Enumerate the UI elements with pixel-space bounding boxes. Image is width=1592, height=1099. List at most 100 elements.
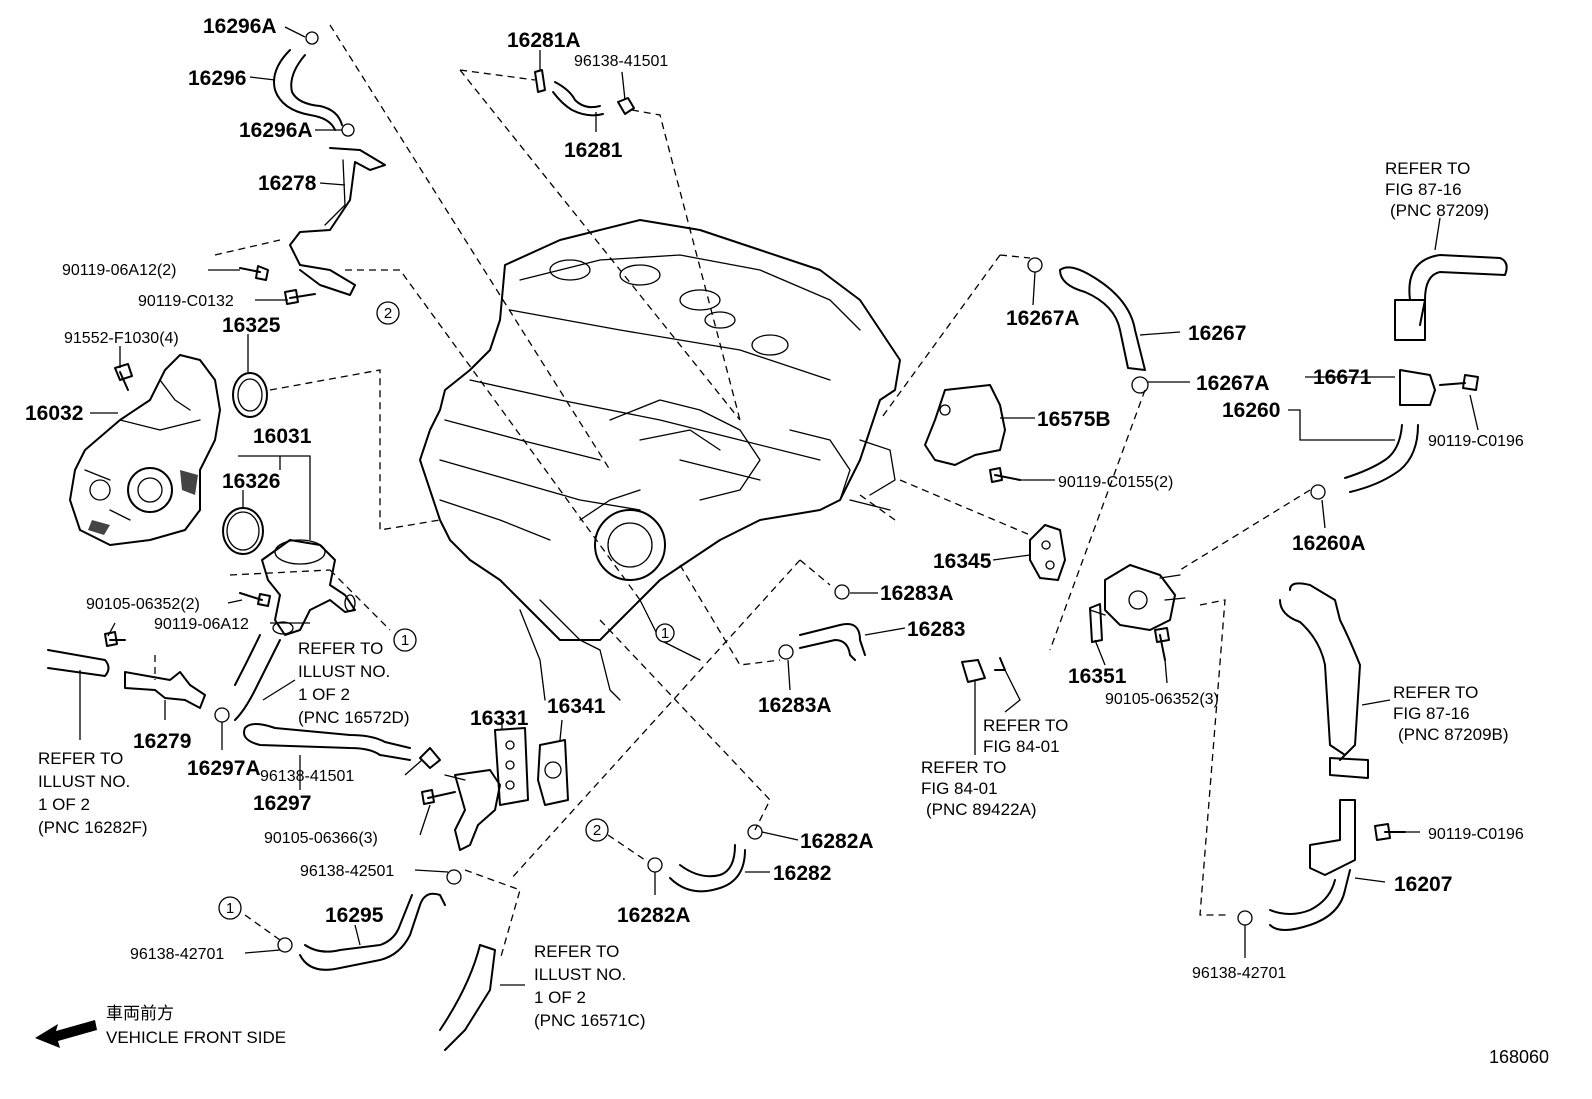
- hose-16267-drawing: [1059, 266, 1146, 371]
- svg-text:(PNC 87209B): (PNC 87209B): [1398, 725, 1509, 744]
- leader-lines: [79, 26, 1479, 986]
- label-90119-C0196-b: 90119-C0196: [1428, 826, 1524, 843]
- svg-text:FIG 87-16: FIG 87-16: [1385, 180, 1462, 199]
- water-pump-16032-drawing: [69, 354, 221, 546]
- bracket-16575B-drawing: [924, 384, 1006, 466]
- label-16260A: 16260A: [1292, 532, 1366, 555]
- pipe-16278-drawing: [289, 147, 386, 296]
- clamp-16260A-drawing: [1310, 484, 1326, 500]
- clamp-16267A-b-drawing: [1131, 376, 1149, 394]
- label-16296A-top: 16296A: [203, 15, 277, 38]
- svg-text:1: 1: [401, 632, 409, 649]
- hose-16281-drawing: [552, 81, 604, 117]
- label-16345: 16345: [933, 550, 992, 573]
- label-90105-06352-3: 90105-06352(3): [1105, 691, 1219, 708]
- label-90119-C0196-t: 90119-C0196: [1428, 433, 1524, 450]
- front-label-jp: 車両前方: [106, 1004, 174, 1023]
- label-16296: 16296: [188, 67, 246, 90]
- label-16031: 16031: [253, 425, 312, 448]
- note-16282F: REFER TO ILLUST NO. 1 OF 2 (PNC 16282F): [38, 749, 148, 837]
- note-16571C: REFER TO ILLUST NO. 1 OF 2 (PNC 16571C): [534, 942, 646, 1030]
- label-16575B: 16575B: [1037, 408, 1111, 431]
- valve-16671-drawing: [1399, 369, 1436, 406]
- svg-text:FIG 84-01: FIG 84-01: [921, 779, 998, 798]
- clamp-96138-42501-drawing: [446, 869, 462, 885]
- label-16297A: 16297A: [187, 757, 261, 780]
- bolt-90119-C0132-drawing: [284, 289, 316, 305]
- circle-ref-1-b: 1: [655, 623, 675, 643]
- water-outlet-16351-drawing: [1089, 564, 1186, 643]
- label-96138-41501-t: 96138-41501: [574, 53, 668, 70]
- label-16207: 16207: [1394, 873, 1452, 896]
- clamp-16282A-b-drawing: [647, 857, 663, 873]
- hose-ref-87209B-drawing: [1279, 582, 1361, 761]
- dashed-leader-lines: [154, 24, 1311, 961]
- label-96138-41501-l: 96138-41501: [260, 768, 354, 785]
- bolt-90105-06366-drawing: [421, 789, 456, 805]
- gasket-16341-drawing: [537, 739, 569, 806]
- bolt-90105-06352-drawing: [239, 592, 271, 607]
- svg-text:(PNC 87209): (PNC 87209): [1390, 201, 1489, 220]
- water-inlet-16031-drawing: [261, 539, 356, 636]
- front-label-en: VEHICLE FRONT SIDE: [106, 1028, 286, 1047]
- label-96138-42701-l: 96138-42701: [130, 946, 224, 963]
- label-16281: 16281: [564, 139, 623, 162]
- label-16283: 16283: [907, 618, 965, 641]
- svg-text:(PNC 16571C): (PNC 16571C): [534, 1011, 646, 1030]
- bolt-90119-C0196-t-drawing: [1439, 374, 1479, 391]
- housing-16331-drawing: [444, 727, 529, 851]
- note-16572D: REFER TO ILLUST NO. 1 OF 2 (PNC 16572D): [298, 639, 410, 727]
- svg-text:ILLUST NO.: ILLUST NO.: [298, 662, 390, 681]
- label-90105-06366: 90105-06366(3): [264, 830, 378, 847]
- label-16282A-b: 16282A: [617, 904, 691, 927]
- label-16325: 16325: [222, 314, 281, 337]
- label-90119-06A12-2: 90119-06A12(2): [62, 262, 176, 279]
- figure-id: 168060: [1489, 1047, 1549, 1067]
- pipe-16279-drawing: [124, 671, 206, 709]
- label-16278: 16278: [258, 172, 317, 195]
- svg-text:REFER TO: REFER TO: [983, 716, 1068, 735]
- clamp-16296A-mid-drawing: [341, 123, 355, 137]
- label-16671: 16671: [1313, 366, 1372, 389]
- svg-text:1 OF 2: 1 OF 2: [38, 795, 90, 814]
- label-16341: 16341: [547, 695, 606, 718]
- label-16351: 16351: [1068, 665, 1127, 688]
- clamp-16283A-t-drawing: [834, 584, 850, 600]
- label-16297: 16297: [253, 792, 311, 815]
- label-90119-06A12: 90119-06A12: [154, 616, 249, 633]
- svg-text:1: 1: [661, 625, 669, 642]
- bolt-90119-06A12-b-drawing: [104, 631, 126, 647]
- ring-16325-drawing: [232, 372, 268, 418]
- label-16283A-b: 16283A: [758, 694, 832, 717]
- svg-text:ILLUST NO.: ILLUST NO.: [534, 965, 626, 984]
- hose-16296-drawing: [273, 49, 343, 131]
- label-16267A-b: 16267A: [1196, 372, 1270, 395]
- hose-16260-drawing: [1344, 424, 1419, 493]
- part-labels: 16296A 16296 16296A 16278 90119-06A12(2)…: [25, 15, 1524, 982]
- note-84-01: REFER TO FIG 84-01: [983, 716, 1068, 756]
- gasket-16345-drawing: [1029, 524, 1066, 581]
- svg-text:REFER TO: REFER TO: [38, 749, 123, 768]
- svg-text:(PNC 16572D): (PNC 16572D): [298, 708, 410, 727]
- label-91552-F1030: 91552-F1030(4): [64, 330, 179, 347]
- o-ring-16326-drawing: [222, 507, 264, 555]
- clamp-96138-42701-l-drawing: [277, 937, 293, 953]
- engine-block-drawing: [419, 219, 901, 701]
- label-16260: 16260: [1222, 399, 1280, 422]
- label-16295: 16295: [325, 904, 384, 927]
- svg-text:2: 2: [384, 305, 392, 322]
- vehicle-front-indicator: 車両前方 VEHICLE FRONT SIDE: [35, 1004, 286, 1048]
- clamp-16282A-r-drawing: [747, 824, 763, 840]
- bolt-90119-C0155-drawing: [989, 467, 1021, 483]
- circle-ref-2-b: 2: [585, 818, 609, 842]
- svg-text:(PNC 16282F): (PNC 16282F): [38, 818, 148, 837]
- label-90105-06352-2: 90105-06352(2): [86, 596, 200, 613]
- svg-text:1 OF 2: 1 OF 2: [534, 988, 586, 1007]
- hose-16282-drawing: [669, 844, 746, 893]
- hose-16207-drawing: [1269, 799, 1356, 931]
- label-96138-42701-r: 96138-42701: [1192, 965, 1286, 982]
- svg-text:REFER TO: REFER TO: [1393, 683, 1478, 702]
- clamp-16297A-drawing: [214, 707, 230, 723]
- circle-ref-2-a: 2: [376, 301, 400, 325]
